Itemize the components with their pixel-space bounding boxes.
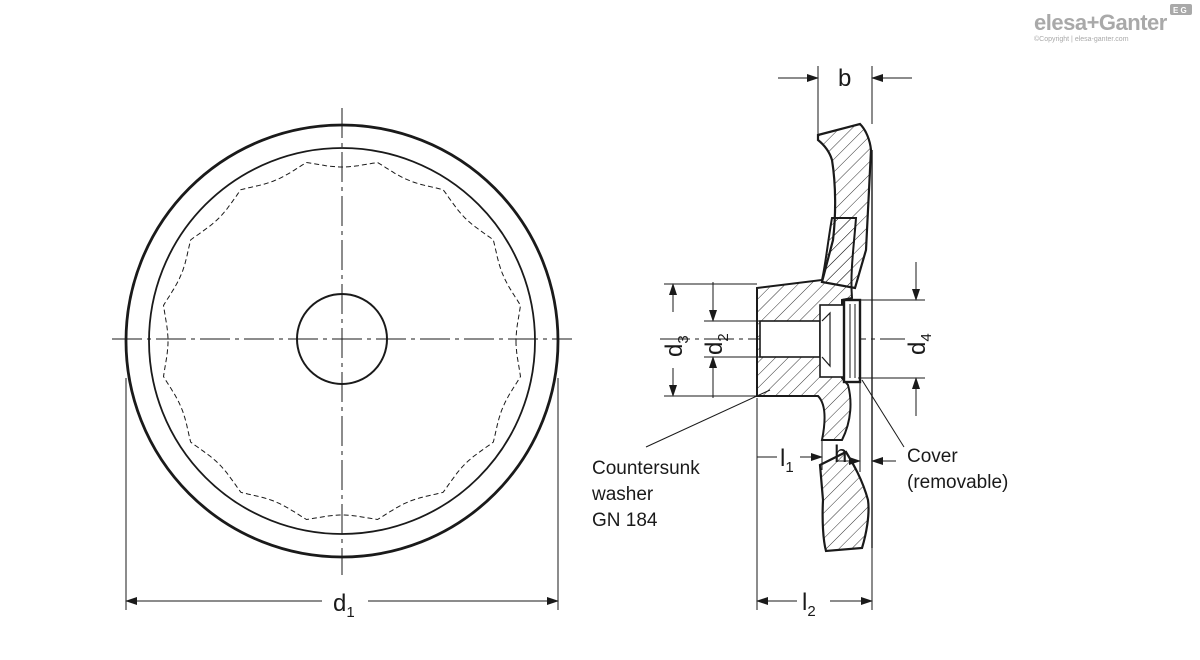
d1-label: d xyxy=(333,590,346,617)
brand-name-part1: elesa xyxy=(1034,10,1088,35)
dimension-l1: l1 xyxy=(756,398,823,610)
countersunk-washer xyxy=(821,311,831,368)
outer-rim xyxy=(124,123,560,559)
l2-subscript: 2 xyxy=(807,603,815,620)
h-label: h xyxy=(834,441,847,468)
counterbore xyxy=(819,304,845,378)
d2-subscript: 2 xyxy=(715,333,732,341)
d3-label: d xyxy=(661,344,688,357)
section-bore xyxy=(759,320,821,358)
brand-badge-text: E G xyxy=(1173,6,1187,15)
rim-upper-section xyxy=(816,122,873,290)
washer-note-line-2: washer xyxy=(591,484,654,505)
dimension-h: h xyxy=(834,382,896,472)
b-label: b xyxy=(838,65,851,92)
l2-label: l xyxy=(802,589,807,616)
washer-leader-line xyxy=(645,389,771,448)
d4-label: d xyxy=(904,342,931,355)
front-view xyxy=(112,108,572,575)
svg-text:elesa+Ganter: elesa+Ganter xyxy=(1034,10,1168,35)
side-section-view xyxy=(660,122,905,553)
l1-subscript: 1 xyxy=(785,459,793,476)
inner-rim xyxy=(148,147,536,535)
cover-note-line-1: Cover xyxy=(907,446,958,467)
dimension-d4: d4 xyxy=(858,262,935,416)
dimension-b: b xyxy=(778,65,912,134)
brand-name-separator: + xyxy=(1087,10,1099,35)
svg-text:l2: l2 xyxy=(802,589,816,620)
dimension-d3: d3 xyxy=(661,283,757,397)
rim-lower-section xyxy=(818,450,870,553)
brand-copyright: ©Copyright | elesa-ganter.com xyxy=(1034,35,1129,43)
d2-label: d xyxy=(701,342,728,355)
washer-note: Countersunk washer GN 184 xyxy=(591,458,700,531)
d4-subscript: 4 xyxy=(918,333,935,341)
dimension-d2: d2 xyxy=(701,282,760,398)
cover-note: Cover (removable) xyxy=(907,446,1008,493)
washer-note-line-3: GN 184 xyxy=(592,510,658,531)
brand-logo: elesa+Ganter ©Copyright | elesa-ganter.c… xyxy=(1034,4,1192,43)
svg-text:d3: d3 xyxy=(661,335,692,357)
svg-text:d2: d2 xyxy=(701,333,732,355)
cover-note-line-2: (removable) xyxy=(907,472,1008,493)
svg-text:l1: l1 xyxy=(780,445,794,476)
d3-subscript: 3 xyxy=(675,335,692,343)
svg-text:d1: d1 xyxy=(333,590,355,621)
brand-name-part2: Ganter xyxy=(1099,10,1168,35)
dimension-d1: d1 xyxy=(125,378,559,621)
dimension-l2: l2 xyxy=(756,548,873,620)
brand-badge-icon xyxy=(1170,4,1192,15)
cover-cap xyxy=(842,298,862,384)
washer-note-line-1: Countersunk xyxy=(592,458,700,479)
l1-label: l xyxy=(780,445,785,472)
hidden-contour xyxy=(162,161,522,521)
cover-leader-line xyxy=(861,379,905,448)
hub-bore xyxy=(296,293,388,385)
svg-text:d4: d4 xyxy=(904,333,935,355)
d1-subscript: 1 xyxy=(346,604,354,621)
